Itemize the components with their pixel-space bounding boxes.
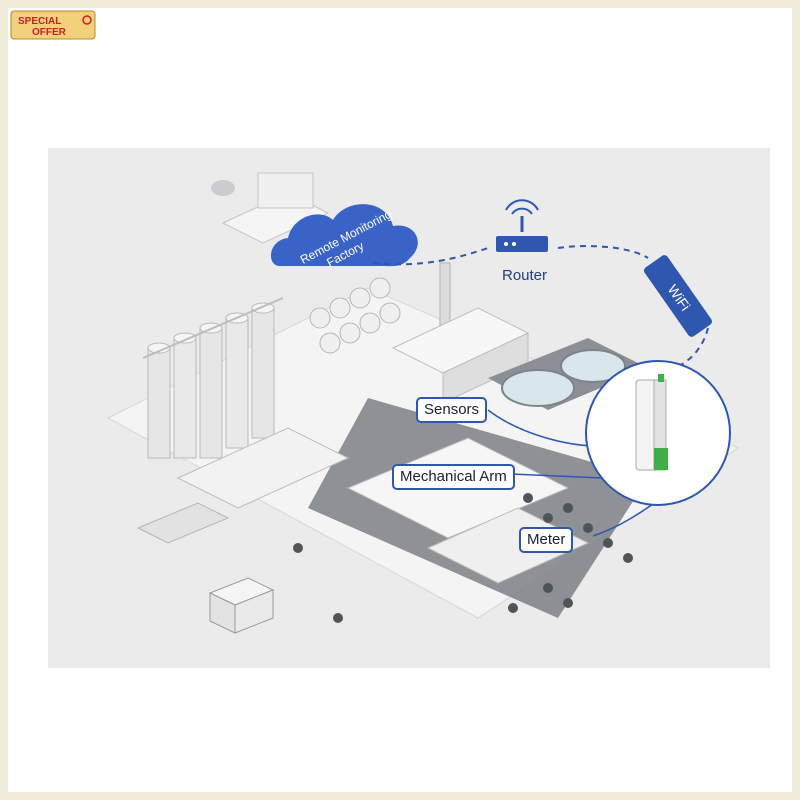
meter-callout: Meter — [519, 527, 573, 553]
router-label: Router — [502, 267, 547, 284]
special-offer-badge: SPECIAL OFFER — [10, 10, 96, 40]
wifi-tag: WiFi — [642, 254, 713, 339]
router-icon — [496, 200, 548, 252]
silo-cluster — [143, 298, 283, 458]
office-block — [210, 578, 273, 633]
badge-line1: SPECIAL — [18, 16, 61, 27]
router-wifi-link — [558, 246, 648, 258]
factory-scene: Remote Monitoring Factory WiFi — [48, 148, 770, 668]
mechanical-arm-callout: Mechanical Arm — [392, 464, 515, 490]
gateway-device — [586, 361, 730, 505]
green-terminal — [654, 448, 668, 470]
factory-illustration: Remote Monitoring Factory WiFi — [48, 148, 770, 668]
sensors-callout: Sensors — [416, 397, 487, 423]
badge-line2: OFFER — [32, 27, 67, 38]
